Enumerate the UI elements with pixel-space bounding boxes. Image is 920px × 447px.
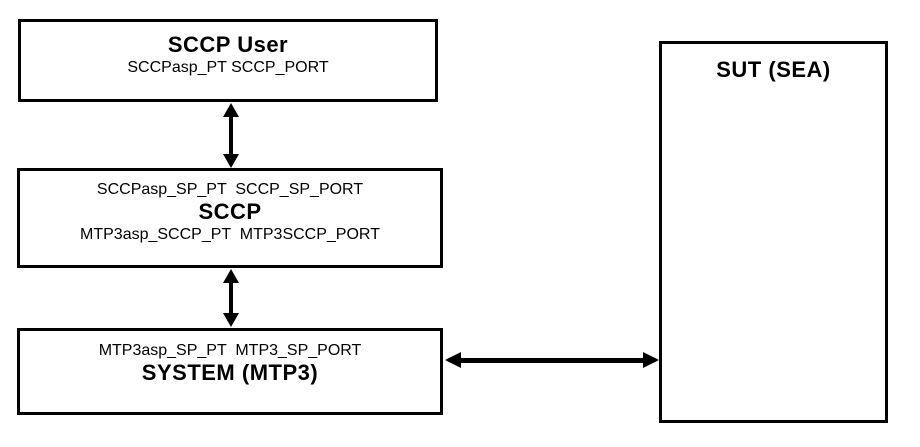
sccp-bottom-ports: MTP3asp_SCCP_PT MTP3SCCP_PORT <box>80 226 380 243</box>
box-sccp: SCCPasp_SP_PT SCCP_SP_PORT SCCP MTP3asp_… <box>17 168 443 268</box>
double-arrow-vertical-icon <box>219 269 243 327</box>
sccp-top-ports: SCCPasp_SP_PT SCCP_SP_PORT <box>96 181 364 198</box>
sccp-title: SCCP <box>198 199 262 224</box>
sut-title: SUT (SEA) <box>716 57 831 82</box>
box-sccp-user: SCCP User SCCPasp_PT SCCP_PORT <box>18 19 438 102</box>
double-arrow-horizontal-icon <box>445 348 659 372</box>
system-mtp3-title: SYSTEM (MTP3) <box>141 360 319 385</box>
system-mtp3-ports: MTP3asp_SP_PT MTP3_SP_PORT <box>98 342 362 359</box>
double-arrow-vertical-icon <box>219 103 243 168</box>
box-sut: SUT (SEA) <box>659 41 888 423</box>
sccp-user-title: SCCP User <box>167 32 289 57</box>
box-system-mtp3: MTP3asp_SP_PT MTP3_SP_PORT SYSTEM (MTP3) <box>17 328 443 415</box>
sccp-user-ports: SCCPasp_PT SCCP_PORT <box>127 59 329 76</box>
